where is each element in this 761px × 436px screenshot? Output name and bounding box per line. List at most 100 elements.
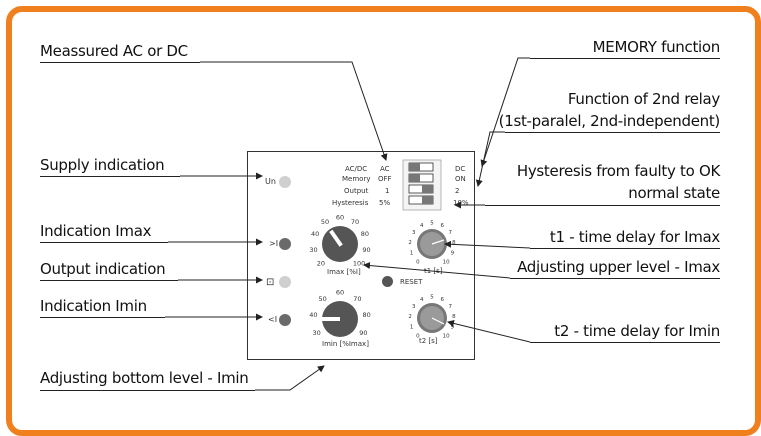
t2-dial-tick-4: 4 [420, 297, 424, 303]
underline-relay [505, 132, 720, 133]
imax-led [279, 238, 291, 250]
t1-dial-tick-1: 1 [410, 251, 414, 257]
underline-supply [40, 176, 180, 177]
imin-dial-tick-90: 90 [359, 329, 367, 337]
switch-name-memory: Memory [342, 175, 371, 183]
t2-dial-tick-3: 3 [412, 304, 416, 310]
t2-dial-tick-5: 5 [430, 295, 434, 301]
imax-dial-tick-40: 40 [311, 230, 319, 238]
label-hysteresis-line2: normal state [628, 184, 720, 202]
label-hysteresis-line1: Hysteresis from faulty to OK [516, 162, 720, 180]
imax-dial-tick-70: 70 [351, 218, 359, 226]
t2-dial-tick-1: 1 [410, 325, 414, 331]
t2-dial-tick-10: 10 [443, 333, 450, 339]
t1-dial-tick-3: 3 [412, 230, 416, 236]
output-symbol: ⊡ [266, 277, 275, 288]
imin-dial-tick-80: 80 [362, 311, 370, 319]
label-memory-function: MEMORY function [592, 38, 721, 56]
label-indication-imax: Indication Imax [40, 222, 152, 240]
imin-symbol: <I [268, 315, 278, 324]
output-led [279, 276, 291, 288]
t1-dial[interactable] [417, 229, 447, 259]
imax-dial[interactable] [322, 226, 358, 262]
underline-t2 [530, 342, 720, 343]
t2-dial-tick-2: 2 [408, 314, 412, 320]
t2-dial-label: t2 [s] [419, 337, 438, 345]
imax-symbol: >I [269, 239, 279, 248]
t1-dial-tick-9: 9 [451, 251, 455, 257]
leader-memory [480, 57, 530, 167]
label-indication-imin: Indication Imin [40, 297, 147, 315]
t1-dial-tick-4: 4 [420, 223, 424, 229]
switch-left-hysteresis: 5% [379, 199, 391, 207]
imax-dial-tick-100: 100 [353, 260, 365, 268]
imin-dial-label: Imin [%Imax] [322, 340, 369, 348]
imax-dial-tick-30: 30 [309, 246, 317, 254]
underline-upper [510, 278, 720, 279]
switch-right-memory: ON [455, 175, 466, 183]
leader-upper [363, 262, 511, 279]
leader-t2 [447, 320, 531, 343]
label-output-indication: Output indication [40, 260, 166, 278]
underline-bottom [40, 390, 255, 391]
un-label: Un [265, 177, 276, 186]
switch-name-output: Output [344, 187, 369, 195]
label-t2-delay: t2 - time delay for Imin [554, 322, 720, 340]
label-upper-level: Adjusting upper level - Imax [517, 258, 720, 276]
label-measured-ac-dc: Meassured AC or DC [40, 42, 188, 60]
imin-dial-tick-50: 50 [318, 295, 326, 303]
t2-dial-tick-0: 0 [416, 333, 420, 339]
relay-device-panel: AC/DC AC DC Memory OFF ON Output 1 2 Hys… [247, 151, 475, 360]
imin-dial[interactable] [322, 301, 358, 337]
switch-left-memory: OFF [378, 175, 392, 183]
leader-relay [475, 131, 505, 187]
t2-dial-tick-7: 7 [448, 304, 452, 310]
supply-led [279, 176, 291, 188]
t1-dial-tick-0: 0 [416, 259, 420, 265]
t2-dial[interactable] [417, 303, 447, 333]
imax-dial-label: Imax [%I] [327, 268, 361, 276]
label-relay-line2: (1st-paralel, 2nd-independent) [498, 112, 721, 130]
switch-left-output: 1 [385, 187, 390, 195]
t1-dial-tick-5: 5 [430, 221, 434, 227]
label-t1-delay: t1 - time delay for Imax [549, 228, 720, 246]
t1-dial-tick-8: 8 [452, 240, 456, 246]
imin-led [279, 314, 291, 326]
underline-output [40, 280, 178, 281]
label-relay-line1: Function of 2nd relay [567, 90, 720, 108]
t1-dial-tick-6: 6 [441, 223, 445, 229]
leader-t1 [444, 240, 531, 249]
switch-left-acdc: AC [380, 165, 390, 173]
imin-dial-tick-30: 30 [312, 329, 320, 337]
label-supply-indication: Supply indication [40, 156, 165, 174]
switch-right-acdc: DC [455, 165, 466, 173]
underline-memory [530, 58, 720, 59]
t1-dial-tick-10: 10 [443, 259, 450, 265]
imax-dial-tick-90: 90 [362, 246, 370, 254]
imax-dial-tick-20: 20 [317, 260, 325, 268]
imin-dial-tick-70: 70 [353, 295, 361, 303]
reset-label: RESET [400, 278, 423, 286]
imin-dial-tick-40: 40 [309, 311, 317, 319]
underline-imax-ind [40, 242, 168, 243]
label-bottom-level: Adjusting bottom level - Imin [40, 369, 249, 387]
reset-button[interactable] [382, 276, 393, 287]
switch-right-output: 2 [455, 187, 460, 195]
leader-measured [200, 61, 388, 161]
underline-measured [40, 62, 200, 63]
imax-dial-tick-60: 60 [336, 214, 344, 222]
underline-hysteresis [485, 205, 720, 206]
t2-dial-tick-6: 6 [441, 297, 445, 303]
t2-dial-tick-8: 8 [452, 314, 456, 320]
imin-dial-tick-60: 60 [336, 289, 344, 297]
t1-dial-tick-7: 7 [448, 230, 452, 236]
underline-imin-ind [40, 317, 165, 318]
t1-dial-tick-2: 2 [408, 240, 412, 246]
imax-dial-tick-80: 80 [361, 230, 369, 238]
leader-bottom [255, 365, 325, 391]
underline-t1 [530, 248, 720, 249]
switch-name-hysteresis: Hysteresis [332, 199, 369, 207]
dip-switch-block[interactable] [402, 159, 442, 211]
